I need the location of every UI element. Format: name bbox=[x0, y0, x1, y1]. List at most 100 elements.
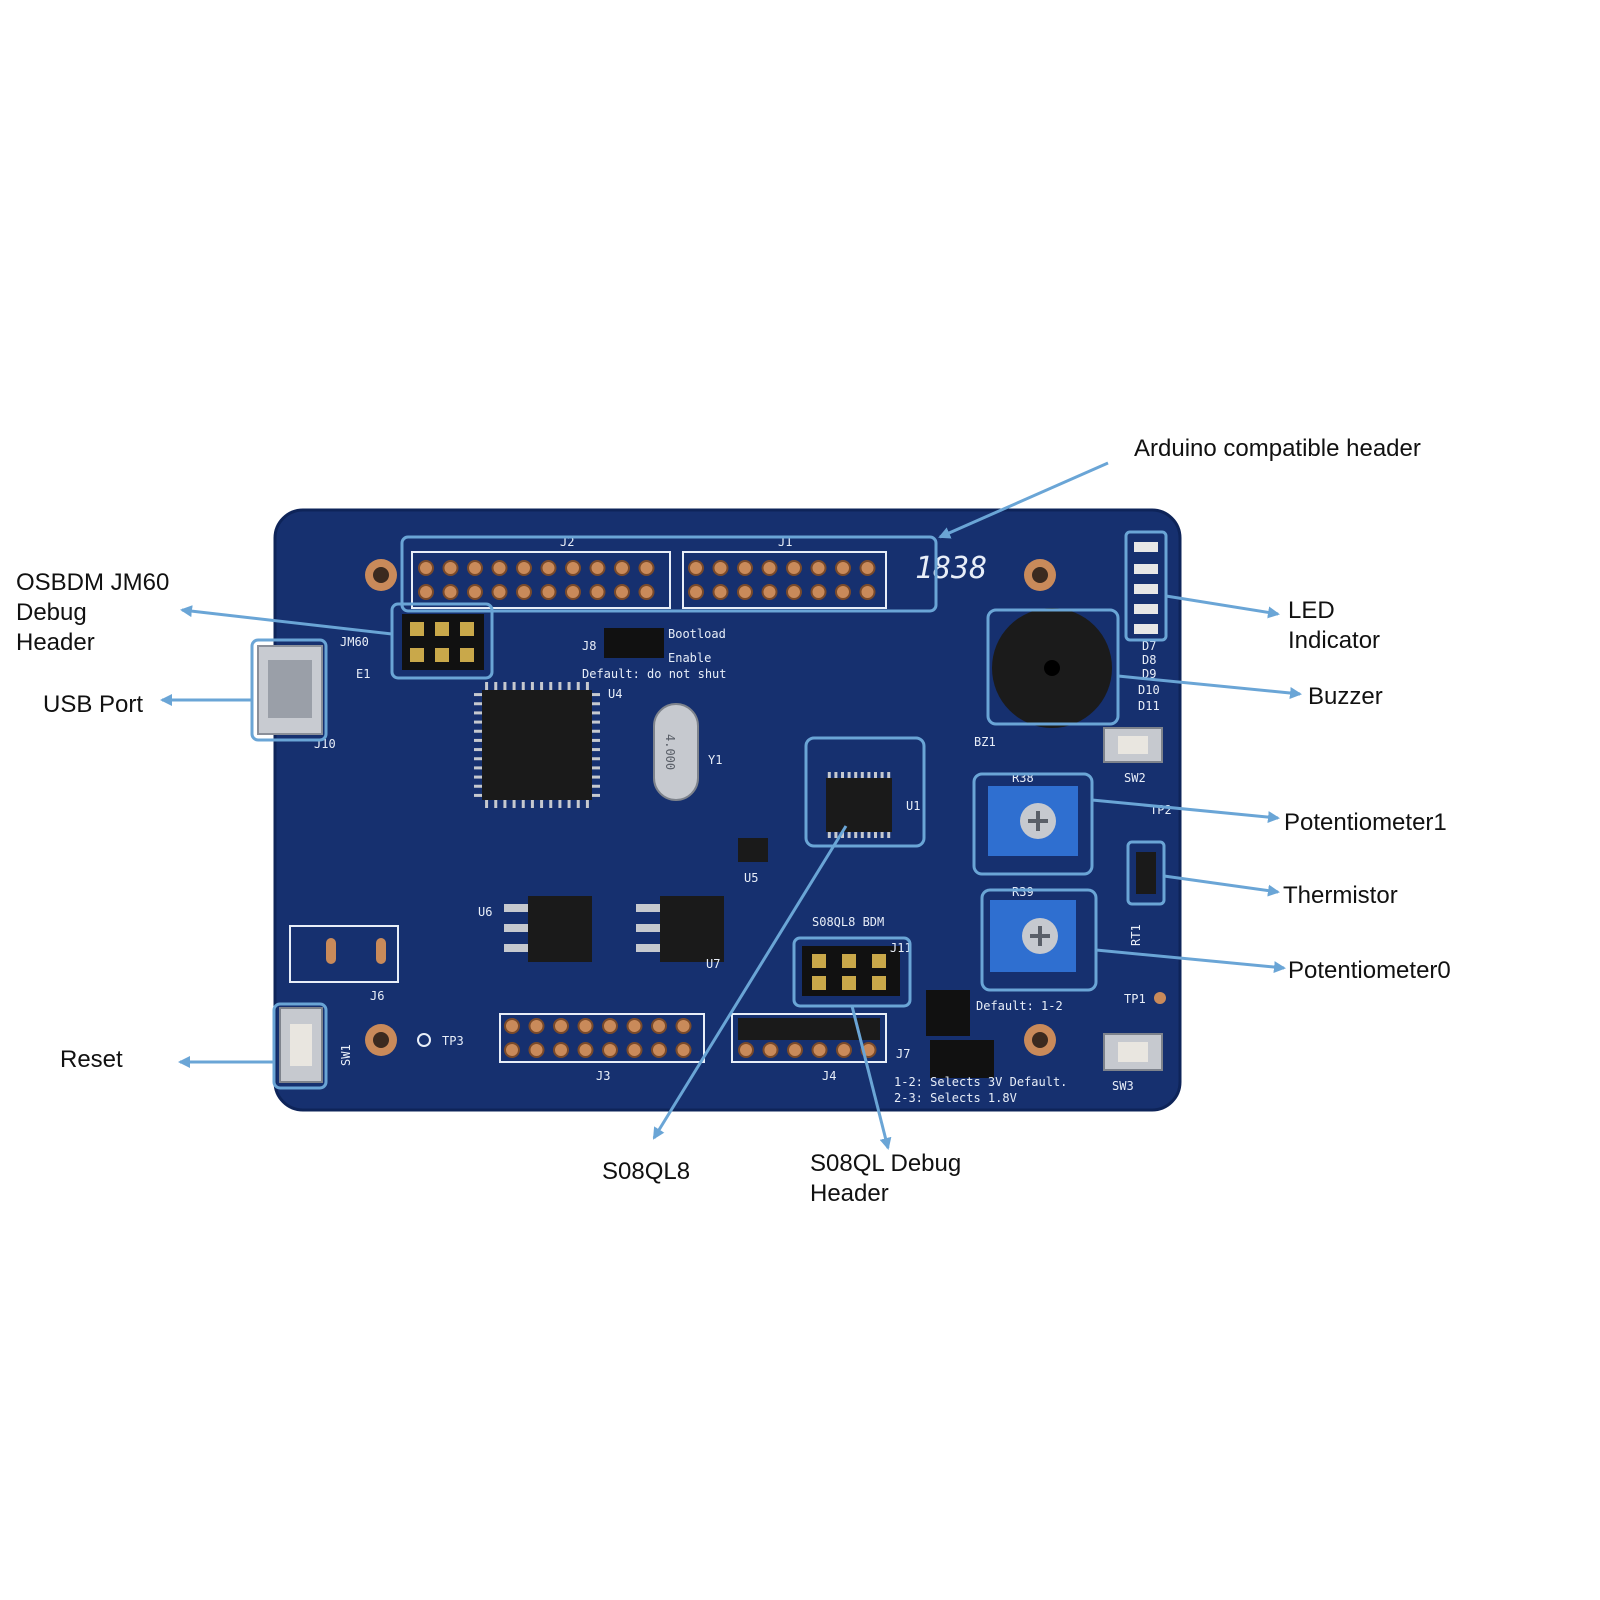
j6-connector bbox=[289, 925, 399, 983]
sw1-switch bbox=[279, 1007, 323, 1083]
highlight-arduino bbox=[400, 535, 938, 613]
header-pin bbox=[614, 584, 630, 600]
header-pin bbox=[638, 560, 655, 576]
j7-line2: 2-3: Selects 1.8V bbox=[894, 1091, 1017, 1105]
header-pin bbox=[859, 584, 876, 600]
header-pin bbox=[836, 1042, 852, 1058]
r39-label: R39 bbox=[1012, 885, 1034, 899]
chip-pin bbox=[867, 832, 871, 838]
mounting-holes bbox=[365, 559, 1056, 1056]
header-pin bbox=[602, 1042, 618, 1058]
jm60-label: JM60 bbox=[340, 635, 369, 649]
header-pin bbox=[675, 1042, 692, 1058]
header-pin bbox=[467, 560, 483, 576]
header-pin bbox=[712, 560, 729, 576]
j7-label: J7 bbox=[896, 1047, 910, 1061]
header-pin bbox=[418, 560, 434, 576]
header-pin bbox=[577, 1018, 594, 1034]
chip-pin bbox=[867, 772, 871, 778]
chip-pin bbox=[880, 772, 884, 778]
header-pin bbox=[442, 584, 459, 600]
chip-pin bbox=[549, 682, 553, 690]
chip-pin bbox=[558, 682, 562, 690]
header-pin bbox=[626, 1018, 643, 1034]
chip-pin bbox=[474, 729, 482, 733]
header-pin bbox=[540, 560, 557, 576]
e1-label: E1 bbox=[356, 667, 370, 681]
chip-pin bbox=[567, 800, 571, 808]
bootload-label: Bootload bbox=[668, 627, 726, 641]
j3-label: J3 bbox=[596, 1069, 610, 1083]
j11-header bbox=[802, 946, 900, 996]
j7-jumper bbox=[930, 1040, 994, 1078]
callout-led-indicator: LED Indicator bbox=[1288, 597, 1381, 654]
header-pin bbox=[859, 560, 876, 576]
u5-chip bbox=[738, 838, 768, 862]
u1-label: U1 bbox=[906, 799, 920, 813]
header-pin bbox=[540, 584, 557, 600]
arrow-arduino bbox=[938, 461, 1109, 539]
j11-label: J11 bbox=[890, 941, 912, 955]
callout-arduino-header: Arduino compatible header bbox=[1134, 435, 1421, 462]
u4-label: U4 bbox=[608, 687, 622, 701]
header-pin bbox=[675, 1018, 692, 1034]
header-pin bbox=[442, 560, 459, 576]
header-pin bbox=[614, 560, 630, 576]
chip-pin bbox=[576, 800, 580, 808]
arrow-thermistor bbox=[1163, 874, 1280, 897]
chip-pin bbox=[874, 772, 877, 778]
arrow-pot1 bbox=[1091, 798, 1280, 824]
chip-pin bbox=[847, 772, 851, 778]
header-pin bbox=[504, 1018, 520, 1034]
chip-pin bbox=[567, 682, 571, 690]
j8-label: J8 bbox=[582, 639, 596, 653]
thermistor-rt1 bbox=[1136, 852, 1156, 894]
j8-jumper bbox=[604, 628, 664, 658]
chip-pin bbox=[880, 832, 884, 838]
chip-pin bbox=[503, 682, 507, 690]
header-pin bbox=[565, 560, 581, 576]
header-pin bbox=[553, 1018, 569, 1034]
arrow-led bbox=[1165, 594, 1280, 619]
chip-pin bbox=[592, 738, 600, 742]
header-pin bbox=[762, 1042, 779, 1058]
header-pin bbox=[528, 1042, 545, 1058]
potentiometer-r39 bbox=[990, 900, 1076, 972]
tp1-label: TP1 bbox=[1124, 992, 1146, 1006]
chip-pin bbox=[592, 711, 600, 715]
date-code: 1838 bbox=[915, 551, 987, 586]
header-pin bbox=[835, 584, 851, 600]
chip-pin bbox=[576, 682, 580, 690]
chip-pin bbox=[512, 800, 516, 808]
arrow-buzzer bbox=[1117, 674, 1302, 699]
header-pin bbox=[626, 1042, 643, 1058]
rt1-label: RT1 bbox=[1129, 924, 1143, 946]
u4-chip bbox=[474, 682, 600, 808]
chip-pin bbox=[860, 832, 864, 838]
chip-pin bbox=[847, 832, 851, 838]
sw2-label: SW2 bbox=[1124, 771, 1146, 785]
callout-thermistor: Thermistor bbox=[1283, 882, 1398, 909]
header-pin bbox=[688, 560, 704, 576]
header-pin bbox=[786, 584, 802, 600]
header-pin bbox=[688, 584, 704, 600]
chip-pin bbox=[874, 832, 877, 838]
osbdm-header bbox=[402, 614, 484, 670]
chip-pin bbox=[592, 729, 600, 733]
chip-pin bbox=[841, 772, 844, 778]
chip-pin bbox=[592, 757, 600, 761]
tp3-label: TP3 bbox=[442, 1034, 464, 1048]
chip-pin bbox=[474, 784, 482, 788]
header-pin bbox=[835, 560, 851, 576]
usb-port bbox=[257, 645, 323, 735]
j4-header bbox=[731, 1013, 887, 1063]
highlight-thermistor bbox=[1126, 840, 1166, 906]
highlight-pot1 bbox=[972, 772, 1094, 876]
highlight-buzzer bbox=[986, 608, 1120, 726]
u6-regulator bbox=[504, 896, 592, 962]
buzzer bbox=[992, 608, 1112, 728]
chip-pin bbox=[592, 784, 600, 788]
default-shut-label: Default: do not shut bbox=[582, 667, 727, 681]
chip-pin bbox=[512, 682, 516, 690]
